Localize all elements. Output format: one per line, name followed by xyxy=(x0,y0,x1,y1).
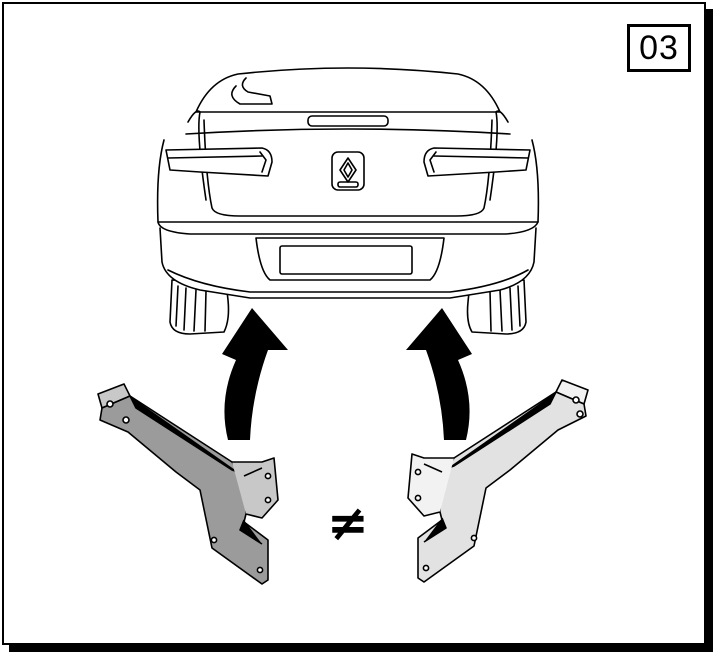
car-rear-illustration xyxy=(156,67,540,335)
curved-up-arrow-right xyxy=(406,308,472,440)
left-tyre xyxy=(169,279,230,335)
left-mounting-bracket xyxy=(97,383,279,585)
right-mounting-bracket xyxy=(407,379,589,583)
step-number-badge: 03 xyxy=(627,24,691,72)
not-equal-symbol: ≠ xyxy=(327,494,369,552)
curved-up-arrow-left xyxy=(222,308,288,440)
